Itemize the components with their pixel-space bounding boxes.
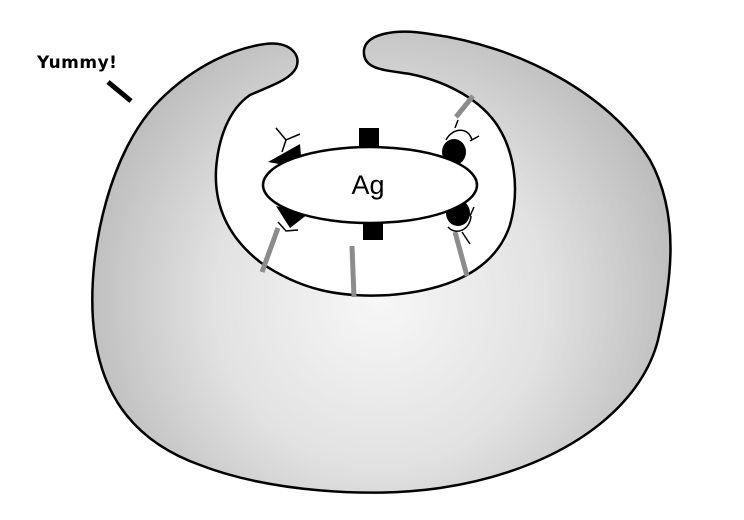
square-epitope-top-icon [359,128,379,148]
receptor-stalk-top-right [454,94,475,119]
receptor-stalk-center [349,245,357,298]
speech-tick-icon [106,80,133,103]
yummy-caption: Yummy! [36,53,117,73]
square-epitope-bottom-icon [363,222,383,240]
triangle-epitope-lower-icon [276,206,308,232]
receptor-stalk-left [259,227,281,273]
receptor-stalk-right [452,231,470,277]
phagocyte-cell [91,30,672,494]
receptor-stalks [259,94,475,298]
antigen-ellipse [261,145,479,225]
antigen-label: Ag [351,170,384,200]
